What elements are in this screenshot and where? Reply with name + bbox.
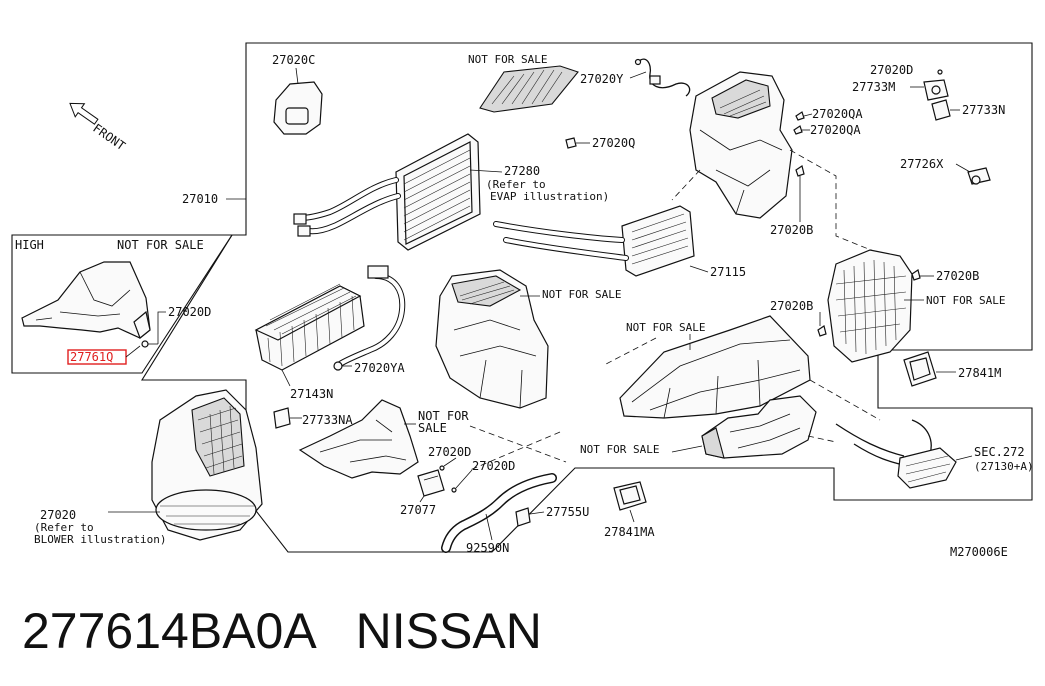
label-27020-blower: 27020 (40, 508, 76, 522)
part-27020C-gasket (273, 81, 323, 135)
part-main-case (435, 269, 549, 409)
part-27020-blower (151, 389, 263, 541)
part-27733NA-actuator (273, 407, 291, 429)
leader-inset-27020D-b (157, 311, 166, 344)
inset-bracket-part (21, 261, 151, 348)
label-sec272-1: SEC.272 (974, 445, 1025, 459)
parts-diagram: HIGH NOT FOR SALE 27020D 27761Q FRONT 27… (11, 42, 1034, 559)
inset-label-27020D: 27020D (168, 305, 211, 319)
part-right-housing-nfs (827, 249, 913, 363)
label-27020-note-2: BLOWER illustration) (34, 533, 166, 546)
label-27020B-2: 27020B (936, 269, 979, 283)
label-27755U: 27755U (546, 505, 589, 519)
nfs-right: NOT FOR SALE (926, 294, 1005, 307)
part-27755U (515, 507, 531, 527)
part-number-caption: 277614BA0A NISSAN (22, 596, 542, 666)
label-27726X: 27726X (900, 157, 944, 171)
part-27841MA-seal (613, 481, 647, 511)
label-27020B-1: 27020B (770, 223, 813, 237)
part-27280-evaporator (293, 133, 481, 251)
part-27733M-actuator (923, 79, 949, 101)
part-27020Y-wire (637, 58, 691, 97)
inset-frame (11, 234, 234, 374)
leader-inset-27761Q (125, 345, 141, 358)
part-27733N-actuator (931, 99, 951, 121)
part-27077-actuator (417, 469, 445, 497)
label-27841M: 27841M (958, 366, 1001, 380)
part-number: 277614BA0A (22, 603, 314, 659)
part-27115-heater-core (493, 205, 695, 277)
label-27143N: 27143N (290, 387, 333, 401)
nfs-center: NOT FOR SALE (626, 321, 705, 334)
label-27733M: 27733M (852, 80, 895, 94)
label-27010: 27010 (182, 192, 218, 206)
label-27280-note-2: EVAP illustration) (490, 190, 609, 203)
front-arrow-icon (69, 102, 99, 125)
assembly-frame (141, 42, 1033, 553)
part-27143N-pipe (337, 265, 406, 367)
label-27280: 27280 (504, 164, 540, 178)
label-sec272-2: (27130+A) (974, 460, 1034, 473)
part-lower-duct-nfs (701, 395, 817, 459)
label-27733NA: 27733NA (302, 413, 353, 427)
label-27020Y: 27020Y (580, 72, 624, 86)
label-92590N: 92590N (466, 541, 509, 555)
part-92590N-hose (441, 473, 557, 553)
part-upper-housing (689, 71, 793, 219)
part-27726X-sensor (967, 167, 991, 185)
nfs-case: NOT FOR SALE (542, 288, 621, 301)
nfs-lower-2: SALE (418, 421, 447, 435)
nfs-top: NOT FOR SALE (468, 53, 547, 66)
label-27020QA-2: 27020QA (810, 123, 861, 137)
brand-name: NISSAN (355, 603, 542, 659)
label-27280-note-1: (Refer to (486, 178, 546, 191)
label-27020-note-1: (Refer to (34, 521, 94, 534)
label-27020QA-1: 27020QA (812, 107, 863, 121)
inset-title: HIGH (15, 238, 44, 252)
nfs-duct: NOT FOR SALE (580, 443, 659, 456)
label-27020YA: 27020YA (354, 361, 405, 375)
inset-label-27761Q: 27761Q (70, 350, 113, 364)
part-27143N-filter-box (254, 283, 365, 371)
nfs-lower-1: NOT FOR (418, 409, 469, 423)
part-sec272-harness (835, 419, 957, 489)
label-27020Q: 27020Q (592, 136, 635, 150)
label-27020C: 27020C (272, 53, 315, 67)
part-27841M-seal (903, 351, 937, 387)
part-27020Q-clip (565, 137, 577, 149)
label-27020D-top: 27020D (870, 63, 913, 77)
label-27020B-3: 27020B (770, 299, 813, 313)
part-lower-bracket-nfs (298, 399, 419, 479)
label-27020D-low: 27020D (472, 459, 515, 473)
part-top-duct-nfs (479, 65, 579, 113)
label-27115: 27115 (710, 265, 746, 279)
diagram-code: M270006E (950, 545, 1008, 559)
leader-27020C (295, 67, 299, 85)
label-27020D-mid: 27020D (428, 445, 471, 459)
inset-not-for-sale: NOT FOR SALE (117, 238, 204, 252)
caption-gap (314, 603, 356, 659)
label-27841MA: 27841MA (604, 525, 655, 539)
label-27733N: 27733N (962, 103, 1005, 117)
front-label: FRONT (90, 121, 128, 153)
label-27077: 27077 (400, 503, 436, 517)
